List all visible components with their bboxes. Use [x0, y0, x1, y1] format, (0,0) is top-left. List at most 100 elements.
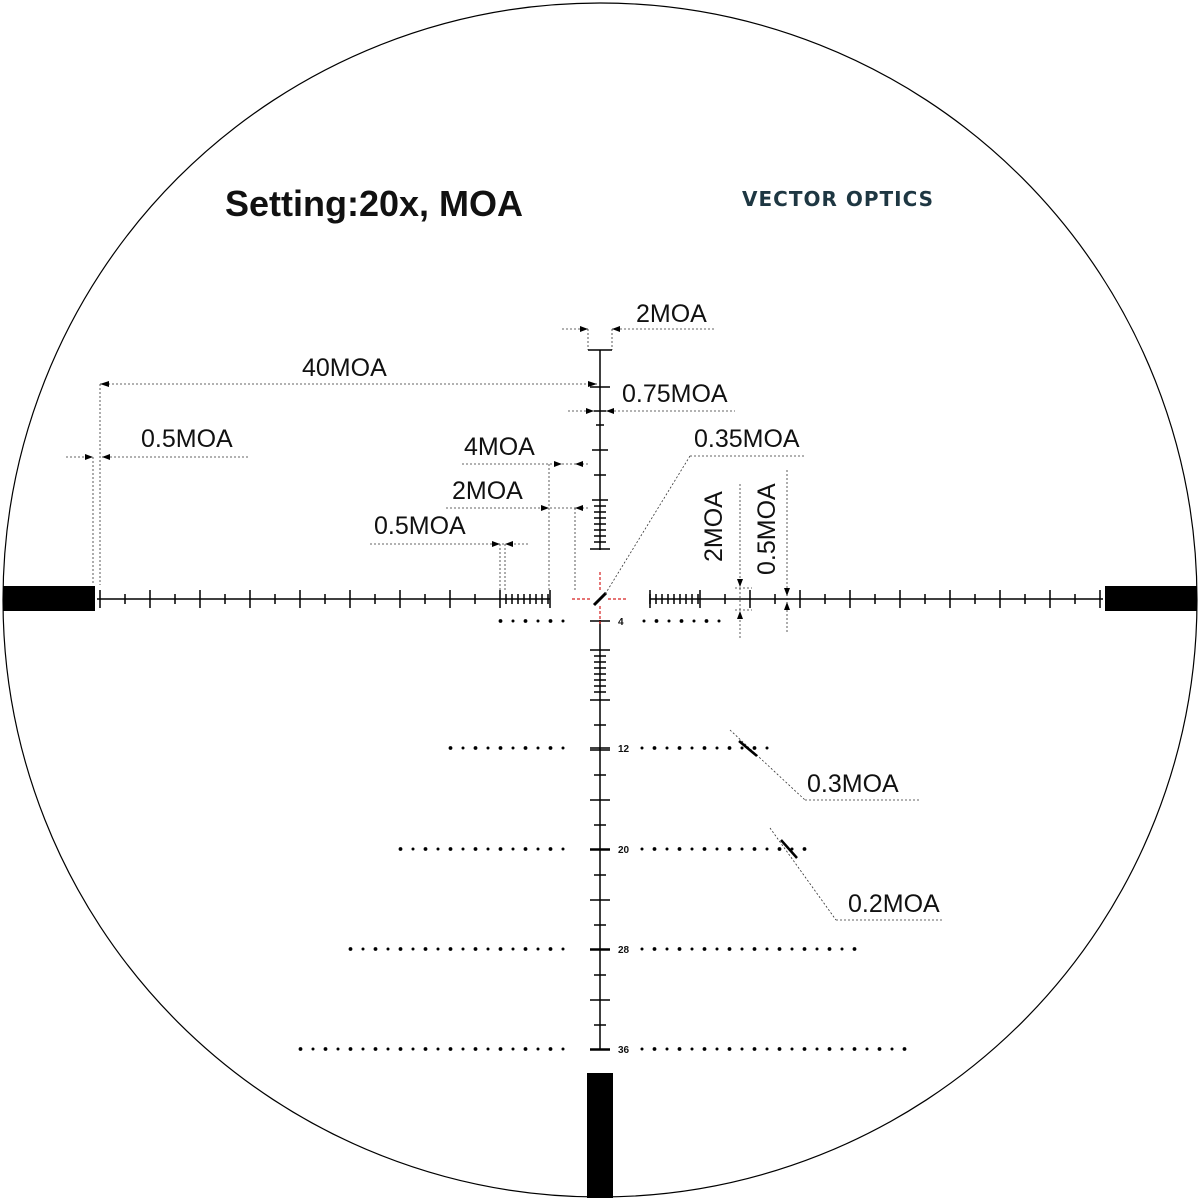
holdover-dot	[336, 1047, 340, 1051]
holdover-dot	[486, 746, 490, 750]
holdover-dot	[498, 847, 503, 851]
holdover-dot	[852, 947, 857, 951]
holdover-dot	[486, 947, 490, 951]
holdover-dot	[298, 1047, 303, 1051]
holdover-dot	[740, 947, 744, 951]
holdover-dot	[702, 746, 707, 750]
holdover-dot	[717, 619, 721, 623]
holdover-dot	[677, 746, 682, 750]
holdover-dot	[802, 1047, 807, 1051]
holdover-dot	[890, 1047, 894, 1051]
holdover-dot	[652, 1047, 657, 1051]
holdover-dot	[865, 1047, 869, 1051]
label-05moa-inner: 0.5MOA	[374, 512, 466, 540]
holdover-dot	[548, 947, 553, 951]
holdover-dot	[902, 1047, 907, 1051]
holdover-dot	[740, 746, 744, 750]
holdover-dot	[498, 619, 503, 623]
holdover-dot	[765, 947, 769, 951]
holdover-dot	[411, 1047, 415, 1051]
left-thick-post	[3, 586, 95, 611]
holdover-dot	[715, 947, 719, 951]
holdover-dot	[815, 1047, 819, 1051]
holdover-dot	[323, 1047, 328, 1051]
label-05moa-vertical: 0.5MOA	[753, 483, 781, 575]
holdover-dot	[740, 847, 744, 851]
holdover-dot	[702, 847, 707, 851]
holdover-dot	[727, 847, 732, 851]
holdover-dot	[473, 847, 478, 851]
holdover-dot	[690, 746, 694, 750]
holdover-dot	[448, 947, 453, 951]
holdover-dot	[840, 1047, 844, 1051]
holdover-number: 28	[618, 945, 630, 956]
holdover-dot	[473, 1047, 478, 1051]
holdover-number: 20	[618, 845, 630, 856]
holdover-dot	[677, 947, 682, 951]
holdover-dot	[473, 947, 478, 951]
vertical-ticks	[590, 386, 610, 1051]
holdover-dot	[752, 847, 757, 851]
holdover-dot	[423, 847, 428, 851]
holdover-dot	[727, 1047, 732, 1051]
annotation-4moa: 4MOA	[462, 433, 590, 592]
holdover-dot	[702, 947, 707, 951]
holdover-dot	[690, 847, 694, 851]
label-2moa-left: 2MOA	[452, 477, 523, 505]
holdover-dot	[840, 947, 844, 951]
holdover-dot	[411, 947, 415, 951]
holdover-dot	[777, 947, 782, 951]
holdover-dot	[398, 847, 403, 851]
holdover-dot	[523, 619, 528, 623]
holdover-dot	[461, 947, 465, 951]
holdover-dot	[642, 619, 646, 623]
holdover-dot	[704, 619, 709, 623]
holdover-dot	[692, 619, 696, 623]
holdover-number: 12	[618, 744, 630, 755]
holdover-dot	[373, 1047, 378, 1051]
holdover-dot	[536, 947, 540, 951]
holdover-dot	[679, 619, 684, 623]
holdover-dot	[361, 947, 365, 951]
holdover-dot	[448, 1047, 453, 1051]
brand-text: VECTOR OPTICS	[742, 187, 934, 211]
holdover-dot	[765, 847, 769, 851]
holdover-dot	[752, 1047, 757, 1051]
annotation-2moa-left: 2MOA	[446, 477, 590, 592]
holdover-dot	[802, 847, 807, 851]
holdover-dot	[827, 1047, 832, 1051]
holdover-dot	[640, 1047, 644, 1051]
holdover-dot	[548, 746, 553, 750]
holdover-dot	[548, 619, 553, 623]
annotation-05moa-vertical: 0.5MOA	[753, 470, 790, 634]
annotation-02moa: 0.2MOA	[769, 827, 944, 921]
annotation-05moa-inner: 0.5MOA	[370, 512, 530, 592]
holdover-dot	[523, 1047, 528, 1051]
holdover-dot	[448, 746, 453, 750]
holdover-dot	[715, 1047, 719, 1051]
holdover-dot	[486, 847, 490, 851]
annotation-2moa-top: 2MOA	[562, 300, 715, 351]
holdover-dot	[790, 1047, 794, 1051]
holdover-dot	[461, 847, 465, 851]
holdover-dot	[877, 1047, 882, 1051]
center-cross	[572, 572, 628, 626]
holdover-dot	[448, 847, 453, 851]
holdover-dot	[727, 746, 732, 750]
holdover-dot	[536, 847, 540, 851]
holdover-dot	[702, 1047, 707, 1051]
holdover-dot	[752, 947, 757, 951]
holdover-dot	[561, 847, 565, 851]
holdover-dot	[311, 1047, 315, 1051]
annotation-075moa: 0.75MOA	[568, 380, 735, 414]
annotation-40moa: 40MOA	[99, 354, 597, 585]
holdover-dot	[486, 1047, 490, 1051]
holdover-dot	[665, 1047, 669, 1051]
holdover-dot	[548, 1047, 553, 1051]
holdover-dot	[536, 619, 540, 623]
label-03moa: 0.3MOA	[807, 770, 899, 798]
holdover-dot	[398, 1047, 403, 1051]
holdover-dot	[511, 947, 515, 951]
horizontal-ticks	[99, 590, 1101, 608]
